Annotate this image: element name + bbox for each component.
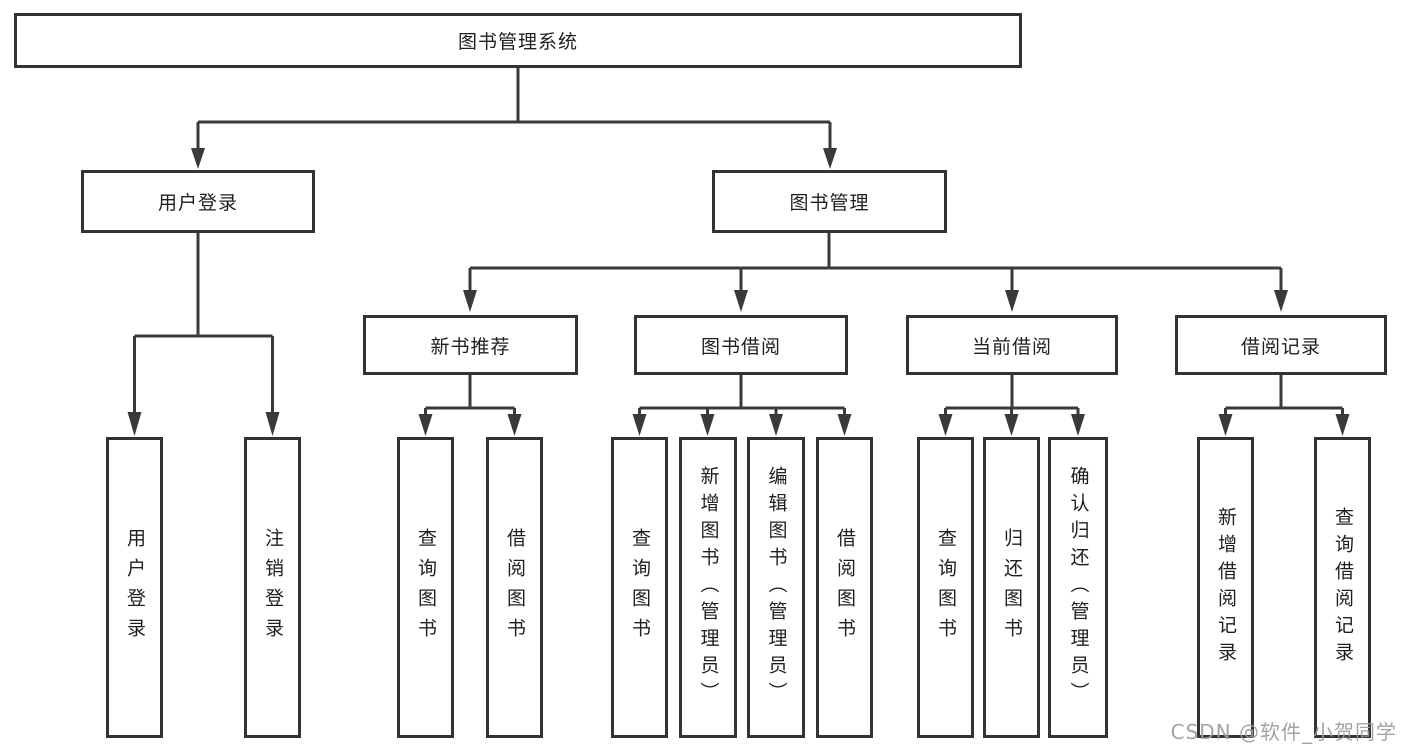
arrow-down-icon <box>734 290 748 312</box>
leaf-current-confirm-return-admin: 确认归还（管理员） <box>1048 437 1108 738</box>
arrow-down-icon <box>127 412 142 436</box>
arrow-down-icon <box>1274 290 1288 312</box>
leaf-current-return-books: 归还图书 <box>983 437 1040 738</box>
arrow-down-icon <box>191 148 205 169</box>
arrow-down-icon <box>1335 414 1350 436</box>
leaf-borrow-add-books-admin: 新增图书（管理员） <box>679 437 737 738</box>
leaf-borrow-borrow-books: 借阅图书 <box>816 437 873 738</box>
connector-current-borrow <box>944 375 1080 416</box>
arrow-down-icon <box>507 414 522 436</box>
arrow-down-icon <box>1005 290 1019 312</box>
arrow-down-icon <box>823 148 837 169</box>
node-book-borrow: 图书借阅 <box>634 315 848 375</box>
arrow-down-icon <box>938 414 953 436</box>
node-book-management: 图书管理 <box>712 170 947 233</box>
connector-book-management <box>468 233 1283 292</box>
arrow-down-icon <box>769 414 783 436</box>
node-current-borrow: 当前借阅 <box>906 315 1118 375</box>
leaf-records-add-record: 新增借阅记录 <box>1197 437 1254 738</box>
connector-book-borrow <box>638 375 846 416</box>
csdn-watermark: CSDN @软件_小贺同学 <box>1170 720 1397 744</box>
node-borrow-records: 借阅记录 <box>1175 315 1387 375</box>
arrowheads <box>127 148 1350 436</box>
leaf-current-query-books: 查询图书 <box>917 437 974 738</box>
connector-root <box>196 68 832 150</box>
connector-user-login <box>133 233 274 414</box>
leaf-borrow-query-books: 查询图书 <box>611 437 668 738</box>
node-new-books: 新书推荐 <box>363 315 578 375</box>
arrow-down-icon <box>1004 414 1019 436</box>
leaf-newbooks-borrow-books: 借阅图书 <box>486 437 543 738</box>
arrow-down-icon <box>1071 414 1085 436</box>
arrow-down-icon <box>632 414 647 436</box>
node-root-system: 图书管理系统 <box>14 13 1022 68</box>
node-user-login: 用户登录 <box>81 170 315 233</box>
leaf-newbooks-query-books: 查询图书 <box>397 437 454 738</box>
leaf-user-login: 用户登录 <box>106 437 163 738</box>
leaf-logout: 注销登录 <box>244 437 301 738</box>
leaf-borrow-edit-books-admin: 编辑图书（管理员） <box>747 437 805 738</box>
connector-new-books <box>424 375 516 416</box>
arrow-down-icon <box>1218 414 1233 436</box>
arrow-down-icon <box>265 412 280 436</box>
arrow-down-icon <box>418 414 433 436</box>
arrow-down-icon <box>837 414 852 436</box>
connector-borrow-records <box>1224 375 1344 416</box>
arrow-down-icon <box>463 290 477 312</box>
arrow-down-icon <box>700 414 715 436</box>
leaf-records-query-record: 查询借阅记录 <box>1314 437 1371 738</box>
